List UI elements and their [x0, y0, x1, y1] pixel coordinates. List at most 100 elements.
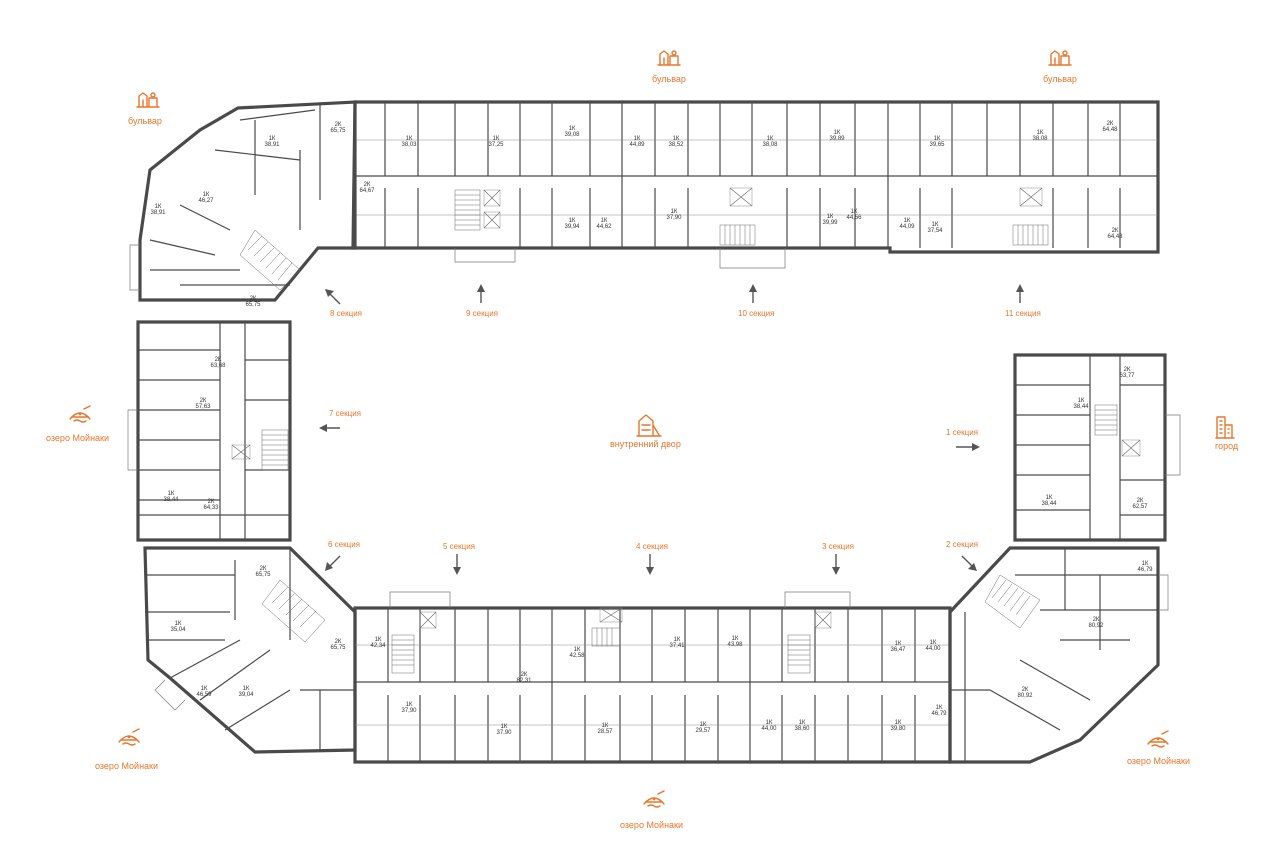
apartment-type: 1К [1078, 398, 1085, 404]
apartment-type: 2К [250, 296, 257, 302]
boulevard-label: бульвар [128, 116, 162, 126]
apartment-area: 65,75 [330, 645, 346, 651]
apartment-type: 2К [200, 398, 207, 404]
apartment-type: 1К [799, 720, 806, 726]
apartment-area: 38,44 [1041, 501, 1057, 507]
apartment-type: 1К [406, 136, 413, 142]
lake-icon [643, 790, 665, 808]
section-3-label: 3 секция [822, 542, 854, 551]
apartment-type: 1К [767, 136, 774, 142]
section-4-label: 4 секция [636, 542, 668, 551]
apartment-area: 46,59 [196, 692, 212, 698]
apartment-area: 44,56 [846, 215, 862, 221]
courtyard-label: внутренний двор [610, 439, 681, 449]
apartment-type: 1К [375, 637, 382, 643]
apartment-type: 1К [243, 686, 250, 692]
apartment-type: 2К [1093, 617, 1100, 623]
apartment-type: 1К [930, 640, 937, 646]
apartment-type: 2К [260, 566, 267, 572]
apartment-area: 38,44 [1073, 404, 1089, 410]
apartment-area: 63,68 [210, 363, 226, 369]
apartment-area: 65,75 [330, 128, 346, 134]
right-wing [1013, 353, 1181, 542]
apartment-area: 65,75 [255, 572, 271, 578]
city-buildings-icon [1215, 416, 1235, 439]
apartment-area: 39,94 [564, 224, 580, 230]
apartment-type: 1К [602, 723, 609, 729]
apartment-area: 28,57 [597, 729, 613, 735]
apartment-type: 1К [1046, 495, 1053, 501]
apartment-type: 1К [936, 705, 943, 711]
lake-icon [118, 728, 140, 746]
boulevard-label: бульвар [652, 74, 686, 84]
apartment-type: 2К [335, 639, 342, 645]
apartment-area: 43,98 [727, 642, 743, 648]
apartment-type: 2К [1022, 687, 1029, 693]
apartment-area: 38,03 [401, 142, 417, 148]
apartment-type: 1К [700, 722, 707, 728]
apartment-type: 1К [671, 209, 678, 215]
apartment-area: 64,48 [1102, 127, 1118, 133]
apartment-area: 37,90 [496, 730, 512, 736]
apartment-area: 57,63 [195, 404, 211, 410]
apartment-area: 38,08 [762, 142, 778, 148]
apartment-area: 46,27 [198, 198, 214, 204]
apartment-type: 2К [335, 122, 342, 128]
apartment-type: 1К [601, 218, 608, 224]
apartment-area: 64,48 [1107, 234, 1123, 240]
apartment-area: 39,89 [829, 136, 845, 142]
apartment-type: 1К [203, 192, 210, 198]
apartment-type: 2К [1124, 367, 1131, 373]
apartment-area: 44,00 [925, 646, 941, 652]
apartment-area: 46,79 [931, 711, 947, 717]
apartment-area: 65,75 [245, 302, 261, 308]
apartment-area: 37,90 [666, 215, 682, 221]
apartment-type: 1К [932, 222, 939, 228]
section-9-label: 9 секция [466, 309, 498, 318]
apartment-area: 39,04 [238, 692, 254, 698]
apartment-area: 38,52 [668, 142, 684, 148]
apartment-area: 39,99 [822, 220, 838, 226]
apartment-type: 1К [501, 724, 508, 730]
apartment-type: 1К [895, 720, 902, 726]
apartment-type: 1К [895, 641, 902, 647]
apartment-type: 1К [934, 136, 941, 142]
section-7-label: 7 секция [329, 409, 361, 418]
boulevard-park-icon [657, 50, 681, 66]
apartment-type: 2К [1107, 121, 1114, 127]
section-6-label: 6 секция [328, 540, 360, 549]
city-label: город [1215, 441, 1239, 451]
apartment-area: 39,08 [564, 132, 580, 138]
lake-label: озеро Мойнаки [620, 820, 683, 830]
apartment-type: 2К [208, 499, 215, 505]
apartment-type: 1К [904, 218, 911, 224]
apartment-type: 1К [201, 686, 208, 692]
apartment-type: 1К [1037, 130, 1044, 136]
apartment-type: 2К [364, 182, 371, 188]
apartment-type: 1К [168, 491, 175, 497]
lake-icon [1147, 730, 1169, 748]
bottom-wing [353, 591, 952, 764]
apartment-area: 82,31 [516, 678, 532, 684]
apartment-type: 1К [732, 636, 739, 642]
apartment-area: 63,77 [1119, 373, 1135, 379]
section-2-label: 2 секция [946, 540, 978, 549]
boulevard-park-icon [136, 92, 160, 108]
apartment-area: 42,34 [370, 643, 386, 649]
lake-label: озеро Мойнаки [1127, 756, 1190, 766]
top-wing [351, 100, 1160, 269]
apartment-area: 64,67 [359, 188, 375, 194]
apartment-type: 1К [827, 214, 834, 220]
section-8-label: 8 секция [330, 309, 362, 318]
apartment-type: 1К [1142, 561, 1149, 567]
apartment-area: 80,92 [1017, 693, 1033, 699]
playground-icon [636, 414, 662, 437]
section-5-label: 5 секция [443, 542, 475, 551]
apartment-area: 42,58 [569, 653, 585, 659]
apartment-area: 37,41 [669, 643, 685, 649]
apartment-type: 1К [569, 218, 576, 224]
apartment-area: 29,57 [695, 728, 711, 734]
apartment-type: 2К [215, 357, 222, 363]
section-11-label: 11 секция [1005, 309, 1041, 318]
lake-icon [69, 405, 91, 423]
